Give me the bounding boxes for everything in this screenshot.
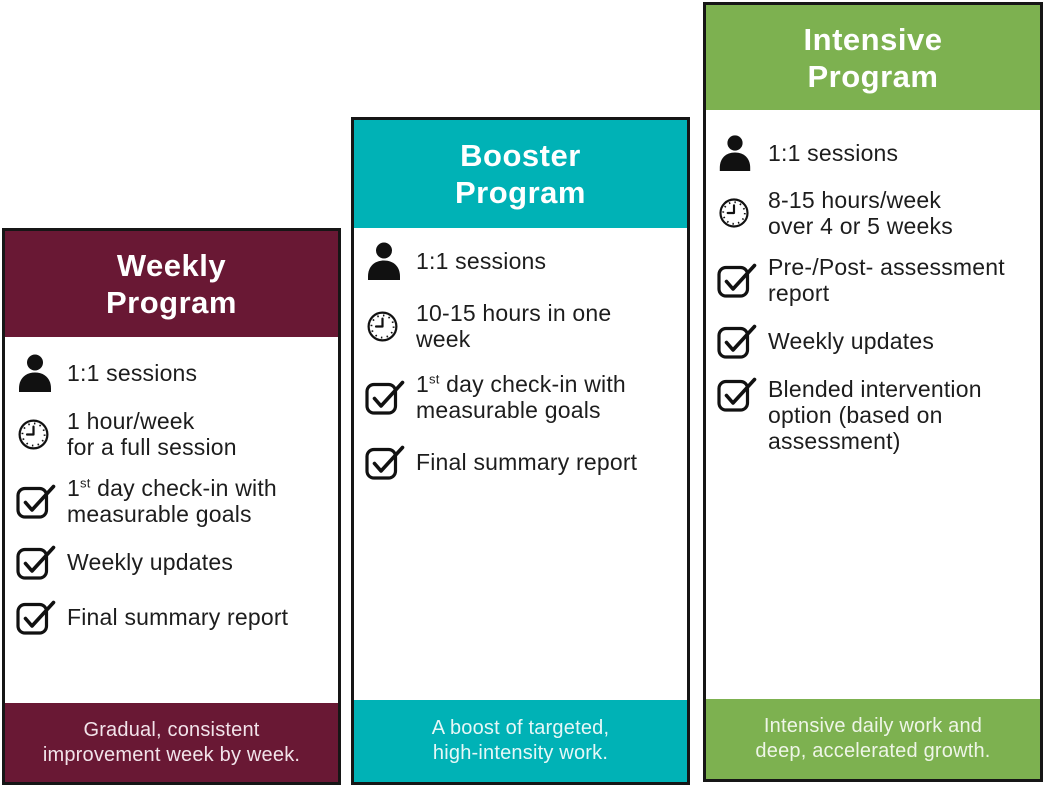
card-header: Intensive Program [706, 5, 1040, 110]
feature-row: Weekly updates [11, 542, 334, 582]
feature-row: 8-15 hours/week over 4 or 5 weeks [712, 187, 1038, 239]
footer-tagline-line: high-intensity work. [432, 742, 609, 764]
footer-tagline-line: improvement week by week. [42, 743, 301, 766]
card-title-line: Booster [460, 138, 581, 173]
feature-text: Blended intervention option (based on as… [768, 376, 982, 454]
feature-row: 1 hour/week for a full session [11, 408, 334, 460]
feature-row: 1:1 sessions [360, 241, 683, 281]
feature-row: Weekly updates [712, 321, 1038, 361]
feature-text: 8-15 hours/week over 4 or 5 weeks [768, 187, 953, 239]
feature-text: 1:1 sessions [416, 248, 547, 274]
clock-icon [11, 416, 67, 453]
person-icon [360, 241, 416, 281]
card-title-line: Weekly [116, 248, 227, 283]
feature-row: Blended intervention option (based on as… [712, 376, 1038, 454]
feature-row: 1:1 sessions [712, 134, 1038, 172]
feature-row: 10-15 hours in one week [360, 300, 683, 352]
checkbox-icon [360, 442, 416, 482]
card-footer: Gradual, consistent improvement week by … [5, 703, 338, 782]
feature-text: 1:1 sessions [67, 360, 198, 386]
card-body: 1:1 sessions 10-15 hours in one week 1st… [354, 228, 687, 700]
program-card-booster: Booster Program 1:1 sessions 10-15 hours… [351, 117, 690, 785]
feature-text: Pre-/Post- assessment report [768, 254, 1005, 306]
clock-icon [360, 308, 416, 345]
checkbox-icon [712, 321, 768, 361]
person-icon [712, 134, 768, 172]
feature-text: 1:1 sessions [768, 140, 899, 166]
feature-row: Final summary report [11, 597, 334, 637]
card-title-line: Program [807, 58, 939, 94]
feature-row: 1st day check-in with measurable goals [11, 475, 334, 527]
card-footer: A boost of targeted, high-intensity work… [354, 700, 687, 782]
checkbox-icon [11, 481, 67, 521]
clock-icon [712, 195, 768, 231]
program-card-intensive: Intensive Program 1:1 sessions 8-15 hour… [703, 2, 1043, 782]
feature-row: Final summary report [360, 442, 683, 482]
card-footer: Intensive daily work and deep, accelerat… [706, 699, 1040, 779]
feature-text: 10-15 hours in one week [416, 300, 612, 352]
card-body: 1:1 sessions 1 hour/week for a full sess… [5, 337, 338, 703]
feature-text: 1st day check-in with measurable goals [416, 371, 626, 423]
card-title-line: Intensive [803, 21, 943, 57]
checkbox-icon [712, 374, 768, 414]
feature-text: Final summary report [67, 604, 289, 630]
feature-row: Pre-/Post- assessment report [712, 254, 1038, 306]
feature-text: Final summary report [416, 449, 638, 475]
footer-tagline-line: A boost of targeted, [431, 717, 610, 739]
person-icon [11, 353, 67, 393]
card-title-line: Program [455, 175, 586, 210]
card-header: Weekly Program [5, 231, 338, 337]
feature-row: 1st day check-in with measurable goals [360, 371, 683, 423]
footer-tagline-line: Gradual, consistent [83, 718, 260, 741]
checkbox-icon [11, 542, 67, 582]
checkbox-icon [360, 377, 416, 417]
feature-row: 1:1 sessions [11, 353, 334, 393]
footer-tagline-line: Intensive daily work and [763, 715, 983, 737]
feature-text: 1st day check-in with measurable goals [67, 475, 277, 527]
card-header: Booster Program [354, 120, 687, 228]
card-title-line: Program [106, 285, 237, 320]
feature-text: Weekly updates [768, 328, 935, 354]
feature-text: Weekly updates [67, 549, 234, 575]
card-body: 1:1 sessions 8-15 hours/week over 4 or 5… [706, 110, 1040, 699]
program-card-weekly: Weekly Program 1:1 sessions 1 hour/week … [2, 228, 341, 785]
feature-text: 1 hour/week for a full session [67, 408, 237, 460]
footer-tagline-line: deep, accelerated growth. [755, 740, 991, 762]
checkbox-icon [11, 597, 67, 637]
checkbox-icon [712, 260, 768, 300]
